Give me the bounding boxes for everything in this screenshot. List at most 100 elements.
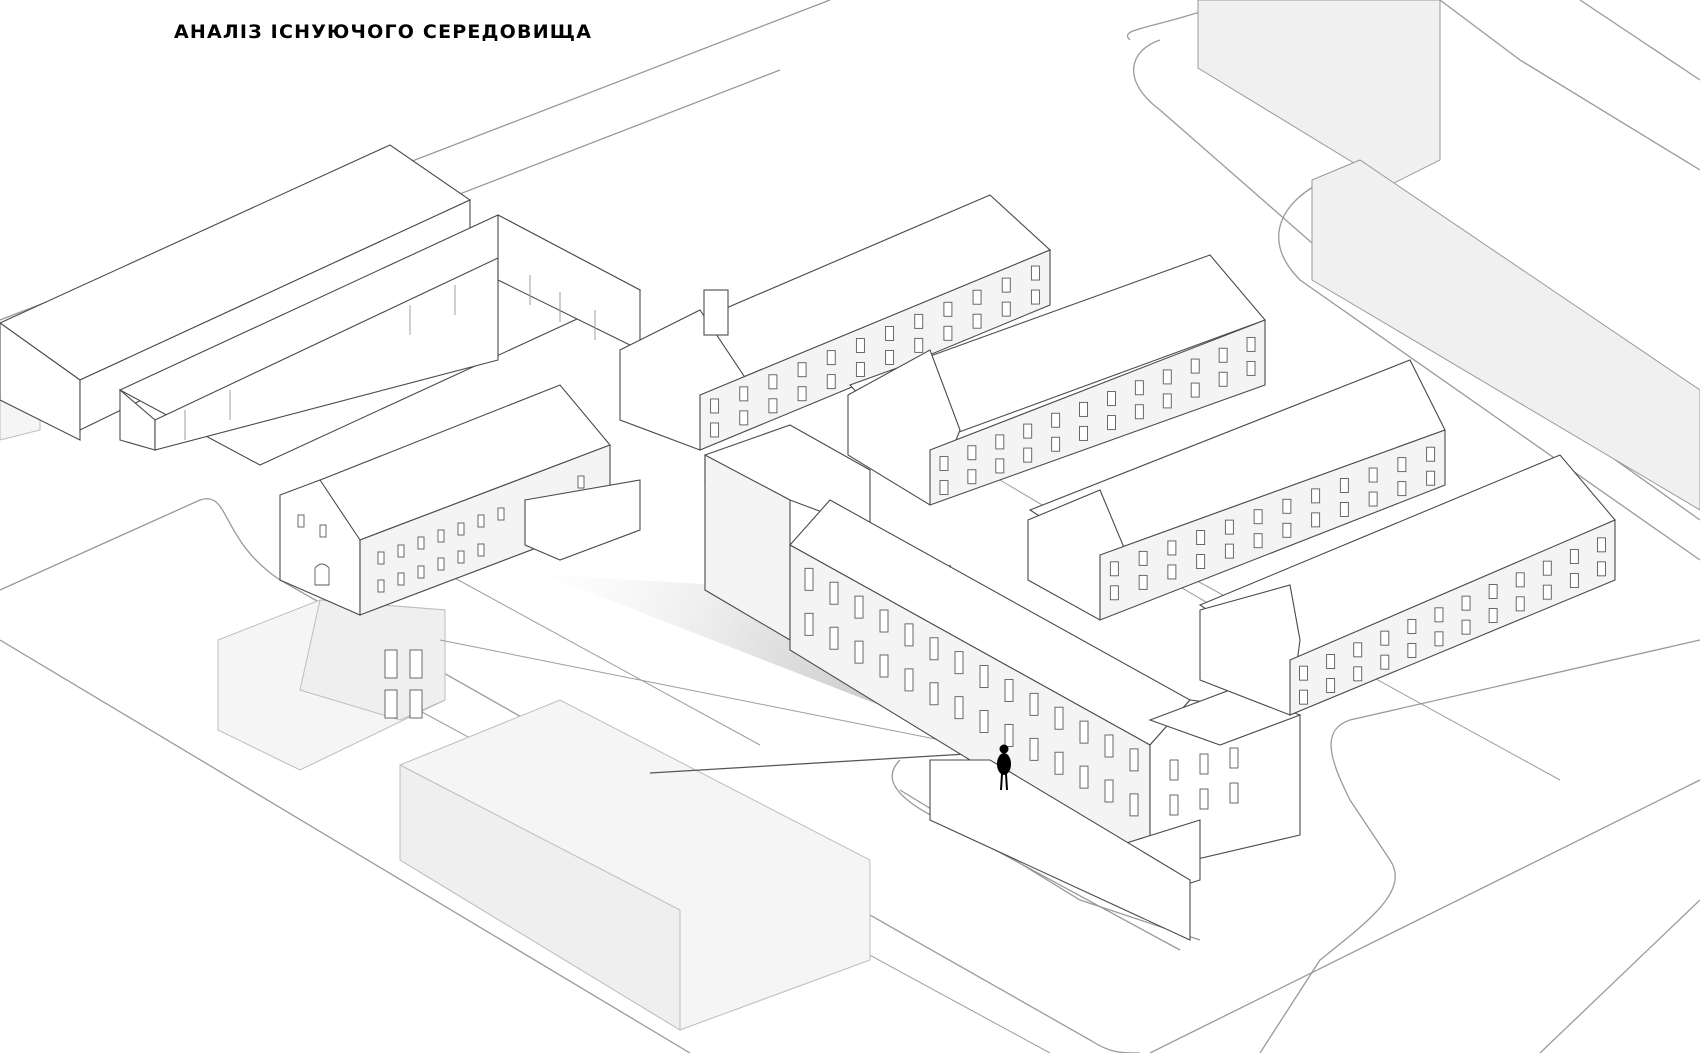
house-windows [297, 475, 585, 593]
window [1488, 608, 1498, 623]
window [1001, 277, 1011, 293]
window [577, 475, 585, 489]
window [1190, 382, 1200, 398]
window [943, 325, 953, 341]
window [1167, 540, 1177, 556]
arched-door [314, 563, 330, 586]
window [1001, 301, 1011, 317]
window [1023, 447, 1033, 463]
window [1542, 584, 1552, 600]
window [1515, 572, 1525, 588]
window [1162, 393, 1172, 409]
ghost-block [299, 599, 446, 721]
street-edge [1126, 0, 1241, 41]
window [739, 386, 749, 402]
shed-gable [0, 322, 81, 441]
window [1282, 522, 1292, 538]
window [954, 651, 964, 675]
window [979, 665, 989, 689]
window [1426, 446, 1436, 462]
window [854, 595, 864, 619]
row1-facade [699, 249, 1051, 451]
window [943, 301, 953, 317]
window [855, 362, 865, 377]
window [377, 551, 385, 565]
window [1339, 478, 1349, 493]
window [967, 469, 977, 485]
window [1109, 585, 1119, 601]
person-figure-icon [997, 744, 1011, 791]
window [1229, 747, 1239, 769]
window [1224, 519, 1234, 535]
window [768, 374, 778, 390]
window [1054, 706, 1064, 730]
window [1079, 765, 1089, 789]
window [1079, 401, 1088, 417]
window [1353, 642, 1363, 658]
figure-body [997, 753, 1011, 775]
window [854, 640, 864, 664]
window [1353, 666, 1363, 682]
window [804, 567, 814, 591]
window [1134, 404, 1144, 420]
window [1461, 595, 1471, 611]
window [1488, 584, 1498, 599]
window [1397, 481, 1407, 497]
window [929, 682, 939, 706]
window [1107, 415, 1116, 431]
window [1079, 720, 1089, 744]
window [972, 289, 982, 305]
street-edge [1259, 639, 1700, 1053]
ghost-block-large-face [399, 764, 681, 1031]
window [457, 522, 465, 536]
shed-wall-2 [154, 257, 499, 451]
window [1397, 457, 1407, 473]
row1-chimney [703, 289, 729, 336]
window [954, 696, 964, 720]
window [1461, 619, 1471, 635]
window [1380, 654, 1390, 670]
window [1104, 734, 1114, 758]
window [1434, 607, 1444, 623]
window [929, 637, 939, 661]
window [879, 609, 889, 633]
ghost-window [384, 689, 398, 719]
context-tall-buildings [1197, 0, 1700, 511]
window [1407, 619, 1417, 634]
window [1253, 533, 1263, 549]
window [1169, 794, 1179, 816]
window [319, 524, 327, 538]
window [417, 536, 425, 550]
terrace-row-1 [619, 194, 1052, 451]
window [797, 362, 807, 378]
sightline-mid [439, 639, 1001, 753]
window [1029, 737, 1039, 761]
window [995, 458, 1005, 474]
window [1407, 643, 1417, 658]
ghost-window [384, 649, 398, 679]
street-edge [439, 569, 761, 746]
window [979, 710, 989, 734]
window [710, 398, 720, 414]
figure-leg [1005, 773, 1008, 791]
window [904, 668, 914, 692]
window [1569, 573, 1579, 588]
window [1051, 412, 1061, 428]
window [804, 612, 814, 636]
window [1246, 336, 1256, 352]
street-edge [0, 498, 1141, 1053]
window [1196, 554, 1206, 569]
house-annex [524, 479, 641, 561]
window [1004, 678, 1014, 702]
window [1030, 289, 1040, 305]
window [1134, 380, 1144, 396]
window [1224, 543, 1234, 559]
front-garden-wall [929, 759, 1191, 941]
window [1380, 630, 1390, 646]
window [1162, 369, 1172, 385]
window [1030, 265, 1040, 281]
window [1339, 502, 1349, 517]
window [297, 514, 305, 528]
terrace-row-3 [1027, 359, 1446, 621]
